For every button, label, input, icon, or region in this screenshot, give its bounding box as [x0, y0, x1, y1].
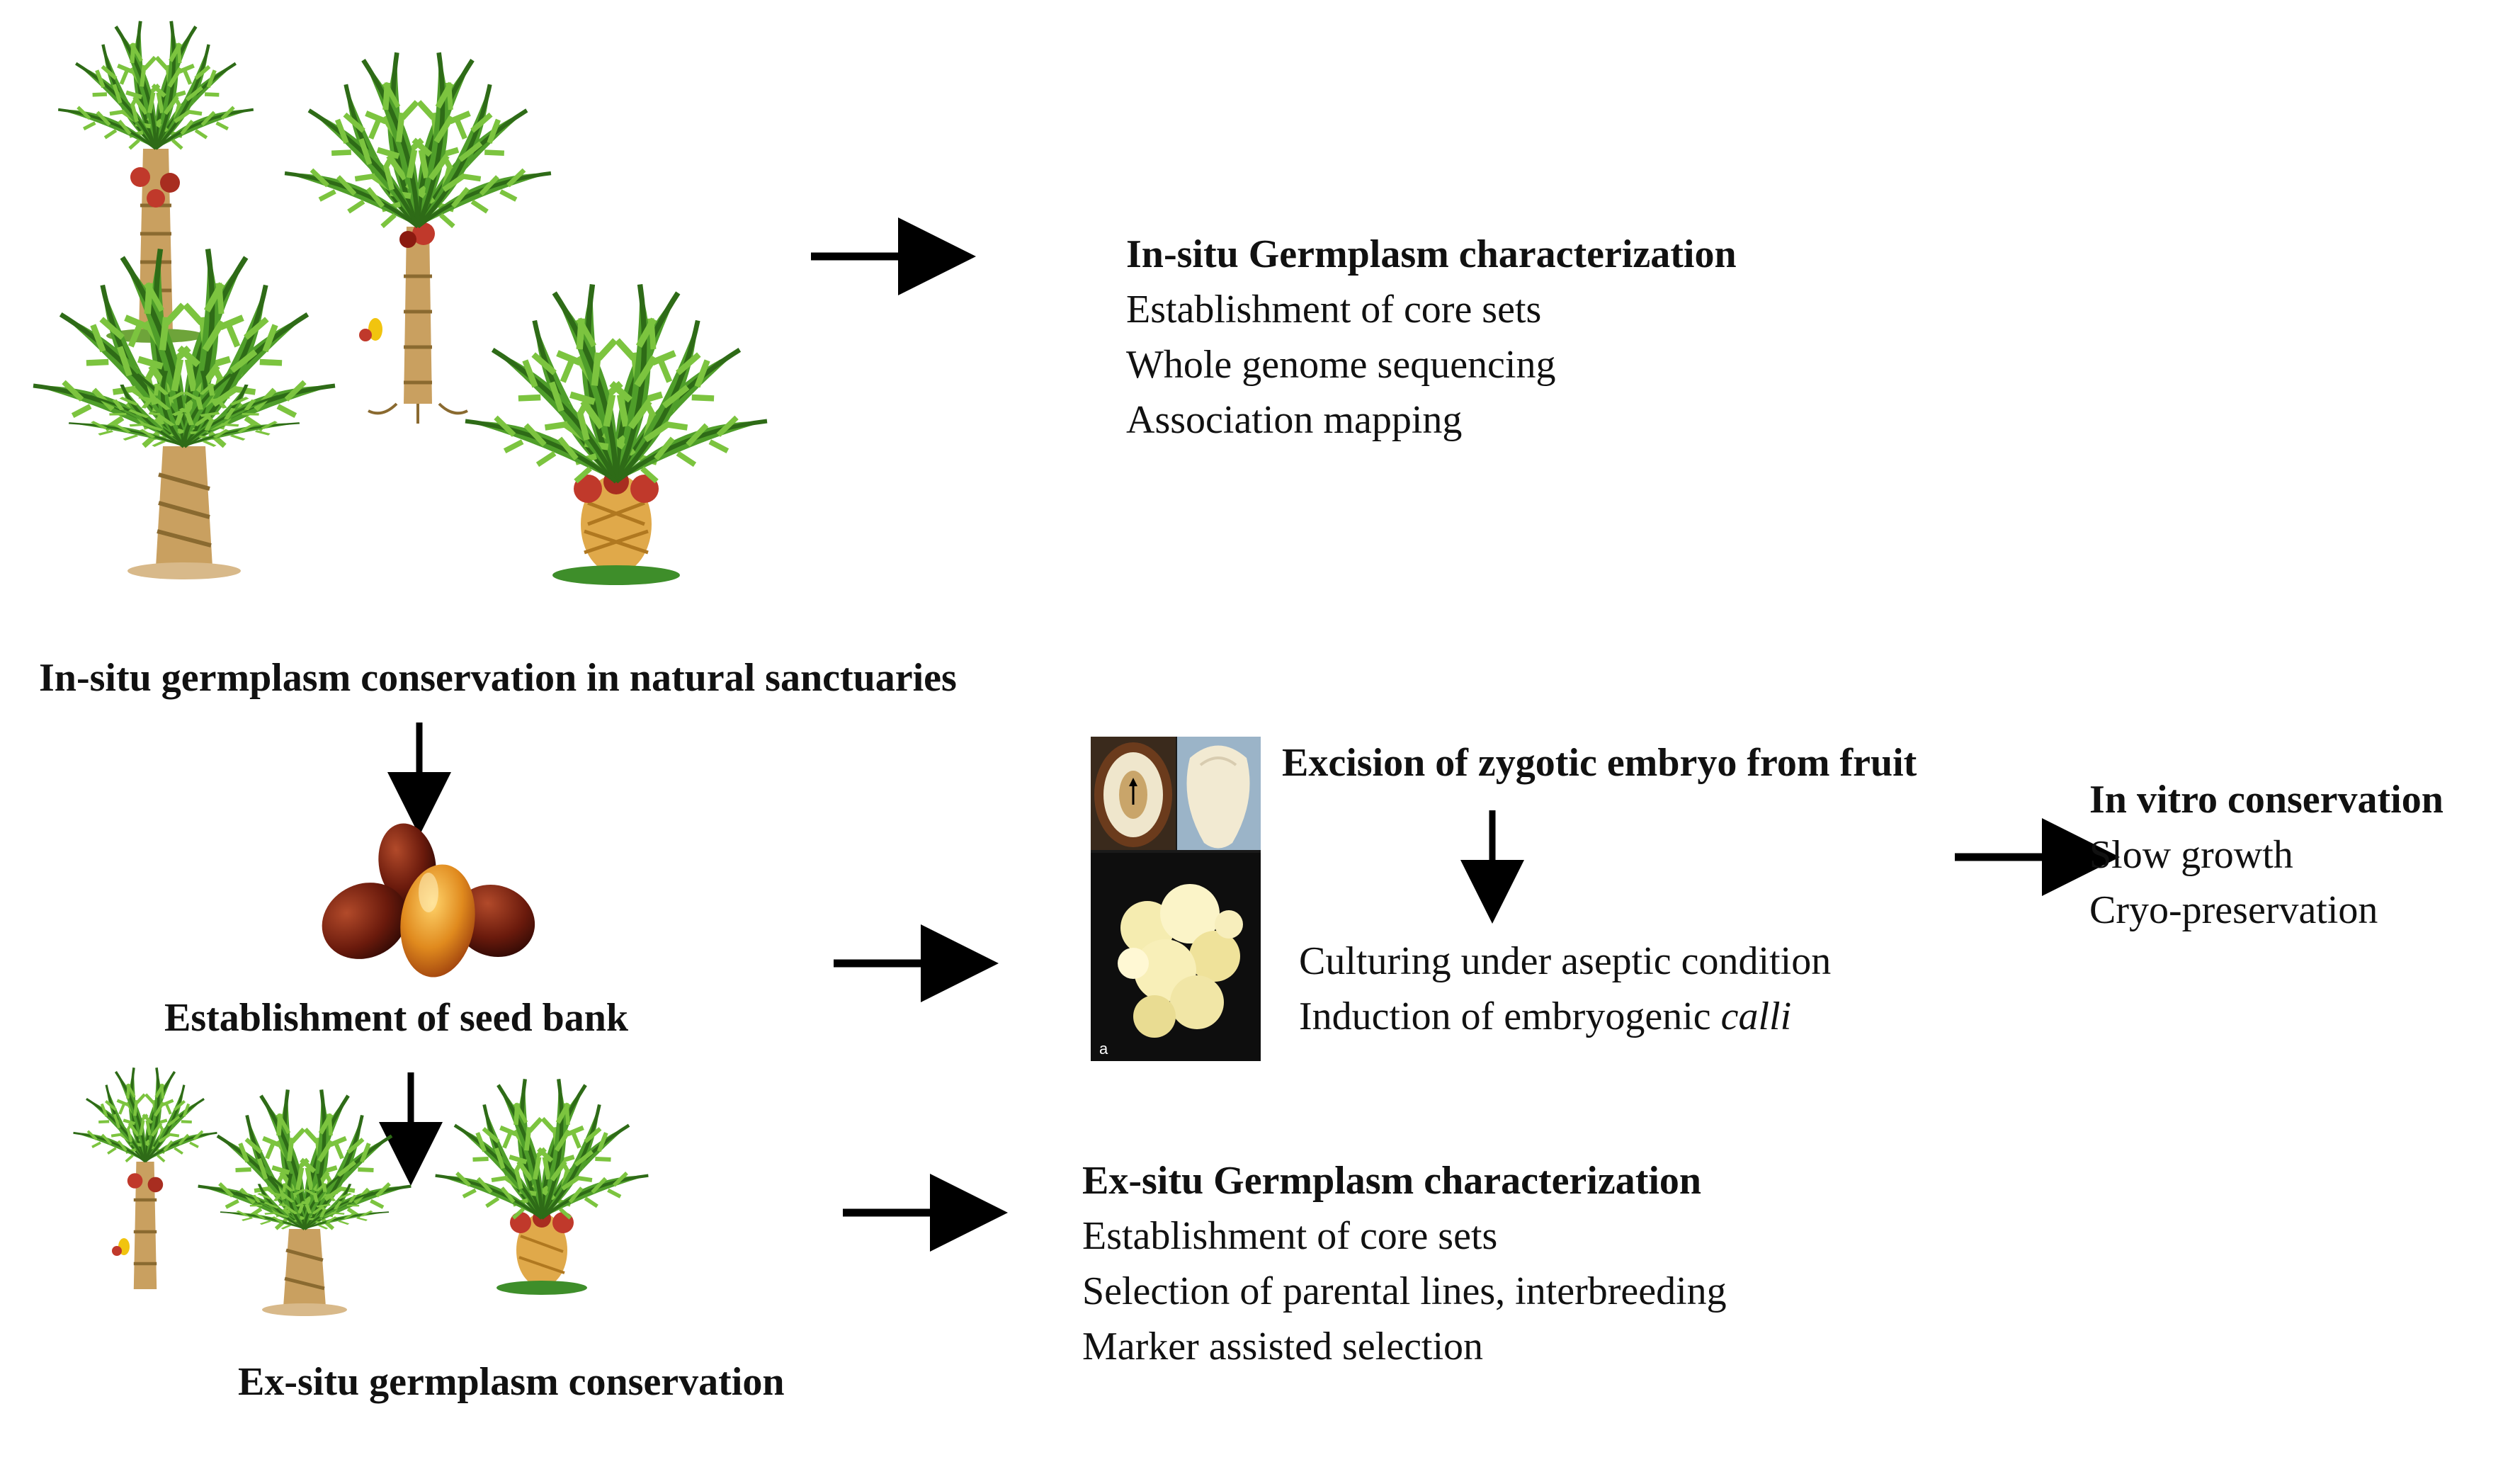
arrow-right-icon [843, 1174, 1008, 1252]
exsitu-char-item: Marker assisted selection [1082, 1325, 1484, 1368]
culture-line: Culturing under aseptic condition [1299, 939, 1832, 983]
arrow-right-icon [811, 217, 976, 295]
exsitu-char-item: Selection of parental lines, interbreedi… [1082, 1269, 1727, 1313]
oil-palm-tree-icon [198, 1089, 412, 1316]
arrow-right-icon [834, 924, 999, 1002]
excision-title: Excision of zygotic embryo from fruit [1282, 741, 1917, 785]
insitu-palm-cluster [57, 50, 793, 585]
embryo-photo-panel: a [1091, 737, 1261, 1061]
palm-oil-icon [359, 318, 382, 341]
zygotic-embryo-photo [1091, 737, 1261, 850]
insitu-characterization: In-situ Germplasm characterization Estab… [1126, 227, 1737, 448]
exsitu-char-title: Ex-situ Germplasm characterization [1082, 1159, 1702, 1203]
arrow-down-icon [387, 722, 451, 836]
oil-palm-tree-icon [74, 1067, 217, 1289]
culture-steps: Culturing under aseptic condition Induct… [1299, 934, 1831, 1044]
exsitu-characterization: Ex-situ Germplasm characterization Estab… [1082, 1153, 1727, 1374]
seed-bank-label: Establishment of seed bank [164, 996, 629, 1040]
oil-palm-tree-icon [465, 285, 767, 585]
embryogenic-callus-photo [1091, 853, 1261, 1061]
oil-palm-tree-icon [436, 1079, 649, 1295]
oil-palm-fruit-icon [322, 823, 535, 978]
insitu-char-item: Association mapping [1126, 398, 1463, 442]
palm-oil-icon [112, 1238, 130, 1256]
arrow-down-icon [1460, 810, 1524, 924]
exsitu-palm-cluster [67, 1077, 649, 1316]
invitro-item: Slow growth [2089, 833, 2293, 877]
invitro-title: In vitro conservation [2089, 778, 2444, 822]
exsitu-conservation-label: Ex-situ germplasm conservation [238, 1360, 785, 1404]
invitro-conservation: In vitro conservation Slow growth Cryo-p… [2089, 772, 2444, 938]
callus-photo-label: a [1099, 1040, 1108, 1058]
insitu-char-item: Whole genome sequencing [1126, 343, 1556, 387]
insitu-conservation-label: In-situ germplasm conservation in natura… [39, 656, 957, 700]
exsitu-char-item: Establishment of core sets [1082, 1214, 1498, 1258]
oil-palm-tree-icon [33, 249, 335, 579]
arrow-right-icon [1955, 818, 2120, 896]
oil-palm-tree-icon [285, 52, 551, 424]
arrow-down-icon [379, 1072, 443, 1186]
insitu-char-item: Establishment of core sets [1126, 288, 1542, 332]
culture-line: Induction of embryogenic calli [1299, 994, 1792, 1038]
invitro-item: Cryo-preservation [2089, 888, 2378, 932]
insitu-char-title: In-situ Germplasm characterization [1126, 232, 1737, 276]
